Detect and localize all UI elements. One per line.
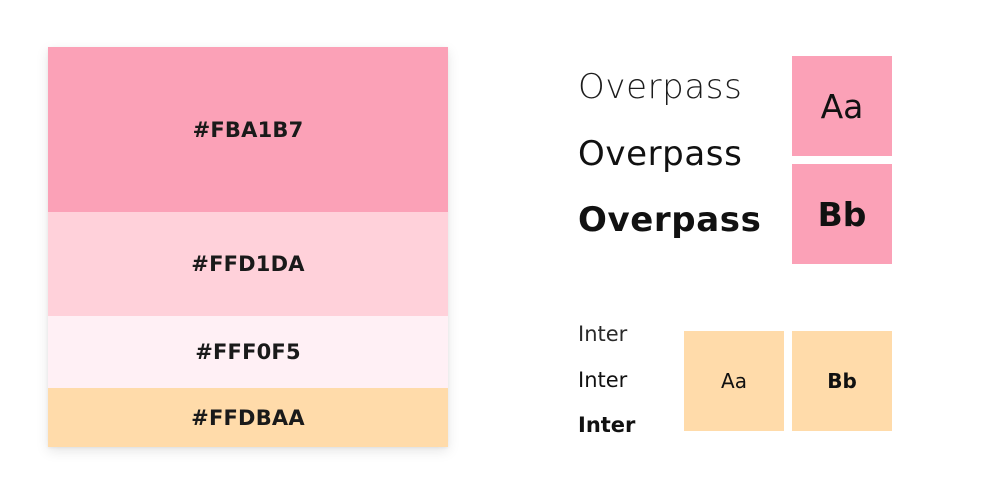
swatch-primary: #FBA1B7 [48, 47, 448, 212]
inter-tile-aa: Aa [684, 331, 784, 431]
overpass-tile-bb: Bb [792, 164, 892, 264]
overpass-tile-aa: Aa [792, 56, 892, 156]
color-palette: #FBA1B7 #FFD1DA #FFF0F5 #FFDBAA [48, 47, 448, 447]
swatch-accent: #FFDBAA [48, 388, 448, 447]
inter-sample-bold: Inter [578, 413, 636, 437]
swatch-tertiary: #FFF0F5 [48, 316, 448, 388]
inter-sample-regular: Inter [578, 368, 628, 392]
inter-sample-light: Inter [578, 322, 628, 346]
overpass-sample-regular: Overpass [578, 134, 743, 174]
overpass-sample-bold: Overpass [578, 200, 762, 240]
inter-tile-bb: Bb [792, 331, 892, 431]
swatch-secondary: #FFD1DA [48, 212, 448, 316]
overpass-sample-light: Overpass [578, 67, 743, 107]
